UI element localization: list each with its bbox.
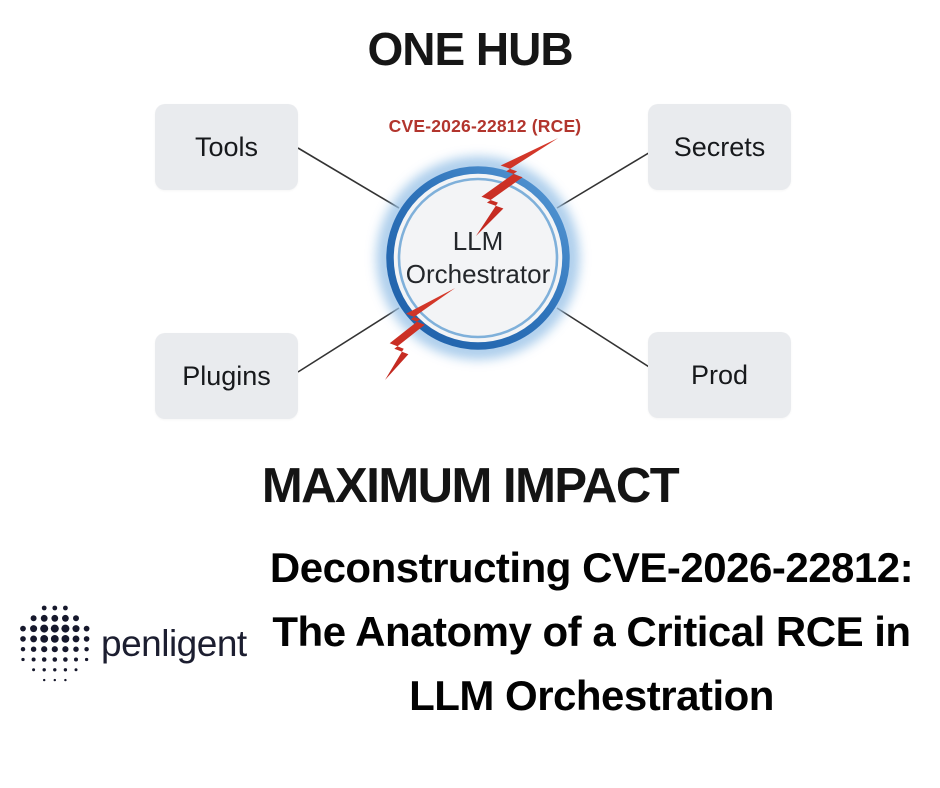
hub-label: LLM Orchestrator: [405, 226, 551, 289]
headline-line-2: The Anatomy of a Critical RCE in: [272, 608, 911, 655]
cve-label: CVE-2026-22812 (RCE): [388, 116, 582, 136]
lightning-bolt-bottom-icon: [385, 288, 456, 380]
node-tools: Tools: [155, 104, 298, 190]
headline-line-1: Deconstructing CVE-2026-22812:: [269, 544, 914, 591]
connector-secrets: [556, 147, 658, 209]
node-secrets-label: Secrets: [673, 131, 766, 162]
bottom-title: MAXIMUM IMPACT: [261, 459, 680, 513]
node-prod: Prod: [648, 332, 791, 418]
top-title: ONE HUB: [367, 23, 573, 75]
connector-prod: [556, 307, 658, 373]
connector-plugins: [297, 307, 400, 373]
penligent-logo-icon: [20, 605, 90, 682]
node-prod-label: Prod: [690, 359, 749, 390]
connector-tools: [297, 147, 400, 209]
brand-name: penligent: [101, 623, 247, 664]
node-plugins: Plugins: [155, 333, 298, 419]
diagram-graphics: [297, 138, 658, 380]
article-headline: Deconstructing CVE-2026-22812: The Anato…: [243, 536, 940, 728]
lightning-bolt-top-icon: [476, 138, 559, 236]
node-plugins-label: Plugins: [182, 360, 271, 391]
brand-block: penligent: [15, 600, 247, 688]
node-tools-label: Tools: [194, 131, 259, 162]
node-secrets: Secrets: [648, 104, 791, 190]
headline-line-3: LLM Orchestration: [409, 672, 774, 719]
